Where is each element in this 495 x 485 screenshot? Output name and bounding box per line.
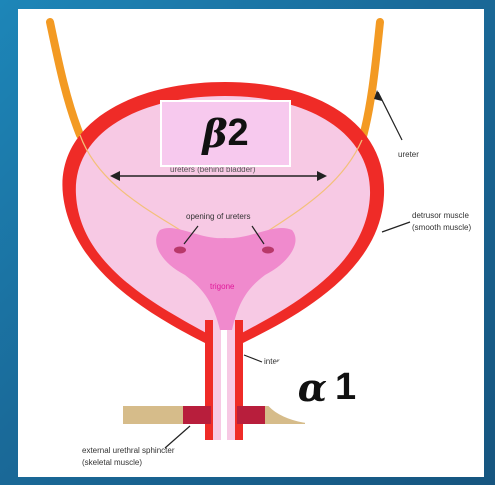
ureter-opening-left <box>174 247 186 254</box>
external-sphincter-left <box>183 406 211 424</box>
detrusor-pointer <box>382 222 410 232</box>
ureter-pointer <box>378 92 402 140</box>
label-opening-ureters: opening of ureters <box>186 212 251 222</box>
external-pointer <box>165 426 190 448</box>
alpha-number: 1 <box>335 366 356 409</box>
beta-number: 2 <box>228 112 249 155</box>
label-detrusor-1: detrusor muscle <box>412 211 469 221</box>
left-ureter <box>50 22 80 135</box>
beta-symbol: β <box>202 111 227 156</box>
label-detrusor-2: (smooth muscle) <box>412 223 471 233</box>
label-trigone: trigone <box>210 282 234 292</box>
right-ureter <box>362 22 380 140</box>
label-external-1: external urethral sphincter <box>82 446 175 456</box>
urethra-channel <box>221 322 227 440</box>
label-external-2: (skeletal muscle) <box>82 458 142 468</box>
internal-pointer <box>244 355 262 362</box>
external-sphincter-right <box>237 406 265 424</box>
label-ureter: ureter <box>398 150 419 160</box>
ureter-opening-right <box>262 247 274 254</box>
pelvic-floor-left <box>123 406 183 424</box>
alpha-symbol: α <box>298 365 327 410</box>
